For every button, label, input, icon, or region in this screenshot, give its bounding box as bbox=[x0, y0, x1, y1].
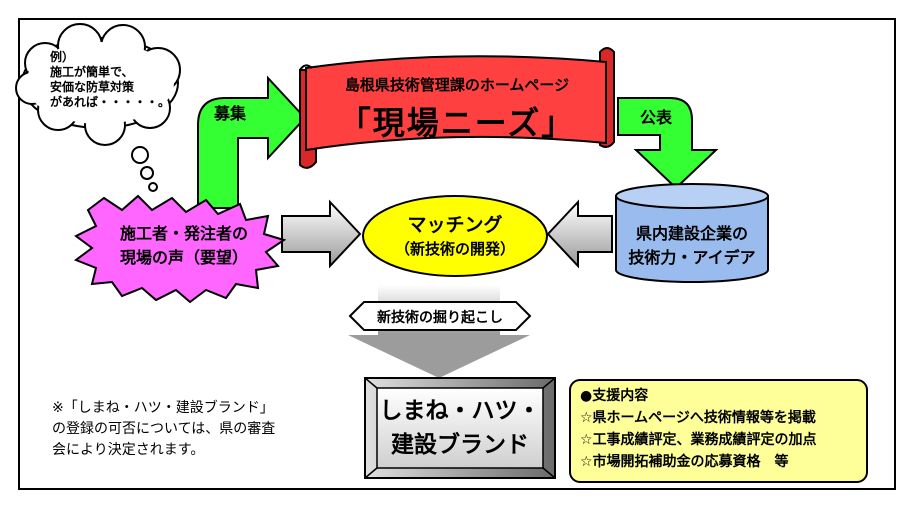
matching-subtitle: （新技術の開発） bbox=[394, 240, 515, 258]
cloud-line: 例） bbox=[50, 50, 75, 64]
matching-title: マッチング bbox=[407, 214, 503, 236]
support-box bbox=[569, 379, 868, 483]
voice-text: 施工者・発注者の 現場の声（要望） bbox=[106, 222, 262, 270]
brand-line: 建設ブランド bbox=[391, 432, 529, 458]
recruit-arrow bbox=[197, 75, 307, 209]
recruit-label: 募集 bbox=[214, 104, 247, 123]
cloud-line: 施工が簡単で、 bbox=[50, 65, 134, 79]
note-line: ※「しまね・ハツ・建設ブランド」 bbox=[52, 400, 274, 416]
homepage-banner bbox=[299, 47, 615, 169]
companies-line: 県内建設企業の bbox=[635, 224, 748, 243]
voice-starburst bbox=[73, 194, 287, 304]
cloud-line: 安価な防草対策 bbox=[50, 80, 135, 94]
cloud-text: 例） 施工が簡単で、 安価な防草対策 があれば・・・・・。 bbox=[50, 50, 170, 110]
brand-text: しまね・ハツ・ 建設ブランド bbox=[377, 394, 543, 462]
voice-line: 現場の声（要望） bbox=[119, 248, 248, 267]
voice-to-matching-arrow bbox=[281, 199, 362, 269]
companies-text: 県内建設企業の 技術力・アイデア bbox=[616, 222, 768, 270]
matching-ellipse bbox=[362, 195, 548, 277]
cloud-line: があれば・・・・・。 bbox=[50, 95, 171, 109]
banner-title: 島根県技術管理課のホームページ bbox=[344, 76, 570, 94]
support-text: ●支援内容 ☆県ホームページへ技術情報等を掲載 ☆工事成績評定、業務成績評定の加… bbox=[580, 385, 817, 473]
registration-note: ※「しまね・ハツ・建設ブランド」 の登録の可否については、県の審査 会により決定… bbox=[52, 398, 275, 461]
voice-line: 施工者・発注者の bbox=[119, 224, 248, 243]
discovery-label: 新技術の掘り起こし bbox=[377, 310, 503, 326]
discovery-arrow bbox=[348, 285, 532, 378]
thought-cloud bbox=[15, 23, 181, 192]
support-item: ☆県ホームページへ技術情報等を掲載 bbox=[580, 410, 816, 426]
brand-box bbox=[364, 377, 556, 479]
banner-main: 「現場ニーズ」 bbox=[338, 104, 576, 142]
note-line: の登録の可否については、県の審査 bbox=[52, 421, 276, 437]
support-title: ●支援内容 bbox=[580, 388, 649, 404]
publish-label: 公表 bbox=[640, 108, 673, 127]
support-item: ☆市場開拓補助金の応募資格 等 bbox=[580, 454, 789, 470]
companies-cylinder bbox=[615, 183, 769, 283]
support-item: ☆工事成績評定、業務成績評定の加点 bbox=[580, 432, 817, 448]
brand-line: しまね・ハツ・ bbox=[379, 398, 541, 424]
companies-to-matching-arrow bbox=[546, 199, 613, 269]
companies-line: 技術力・アイデア bbox=[628, 248, 756, 267]
note-line: 会により決定されます。 bbox=[52, 442, 205, 458]
publish-arrow bbox=[617, 97, 719, 190]
